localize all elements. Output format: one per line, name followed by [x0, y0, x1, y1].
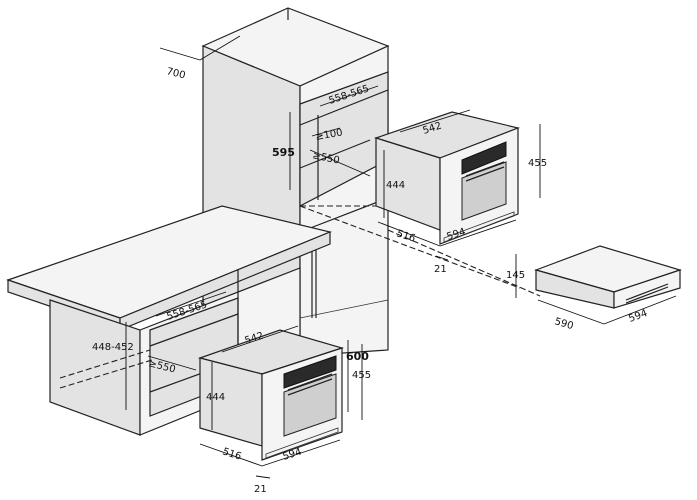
dim-undercounter-height: 448-452 — [92, 342, 134, 353]
oven-lower — [197, 329, 345, 461]
dim-oven-lower-height-left: 444 — [206, 392, 225, 403]
dim-oven-lower-niche-height: 600 — [346, 350, 369, 363]
dim-drawer-gap: 145 — [506, 270, 525, 281]
dimension-lines — [125, 35, 677, 479]
dim-oven-upper-bezel: 21 — [434, 264, 447, 275]
dim-oven-lower-height-right: 455 — [352, 370, 371, 381]
dim-cabinet-niche-height: 595 — [272, 146, 295, 159]
dim-cabinet-clearance: ≥100 — [315, 127, 344, 143]
alignment-lines — [59, 205, 541, 389]
dim-drawer-depth: 590 — [553, 316, 574, 332]
dim-cabinet-depth: 700 — [165, 66, 186, 81]
warming-drawer — [534, 245, 682, 309]
oven-upper — [374, 111, 521, 245]
dim-oven-upper-height-right: 455 — [528, 158, 547, 169]
dim-oven-lower-depth: 516 — [221, 446, 243, 462]
dim-drawer-front-width: 594 — [627, 308, 649, 325]
dim-oven-upper-height-left: 444 — [386, 180, 405, 191]
dim-oven-lower-bezel: 21 — [254, 484, 267, 495]
